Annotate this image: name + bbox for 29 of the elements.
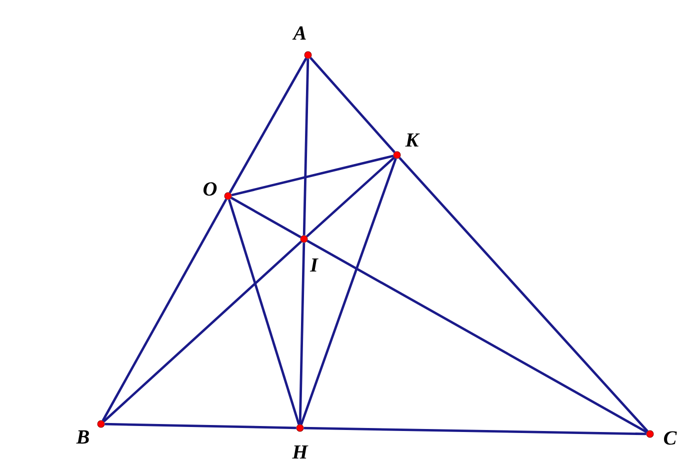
labeled-point: H [292,424,308,459]
node-label: O [204,182,217,196]
labeled-point: K [393,133,420,159]
line-segment [306,156,396,238]
line-segment [304,426,646,436]
line-segment [228,199,300,425]
labeled-point: I [300,235,318,272]
node-label: I [310,258,318,272]
line-segment [231,154,394,196]
line-segment [300,158,397,425]
node-label: B [76,430,89,444]
node-label: A [292,26,306,40]
labeled-point: O [204,182,232,200]
line-segment [298,242,306,424]
line-segment [102,240,302,422]
line-segment [302,58,310,236]
labeled-point: C [646,430,677,445]
node-label: H [292,445,308,459]
node-label: K [405,133,420,147]
line-segment [230,196,302,238]
line-segment [104,422,296,430]
node-label: C [664,431,677,445]
line-segment [398,156,648,432]
line-segment [102,198,228,422]
line-segment [310,57,396,153]
labeled-point: A [292,26,312,59]
line-segment [306,240,648,434]
line-segment [228,58,308,194]
labeled-point: B [76,420,105,444]
